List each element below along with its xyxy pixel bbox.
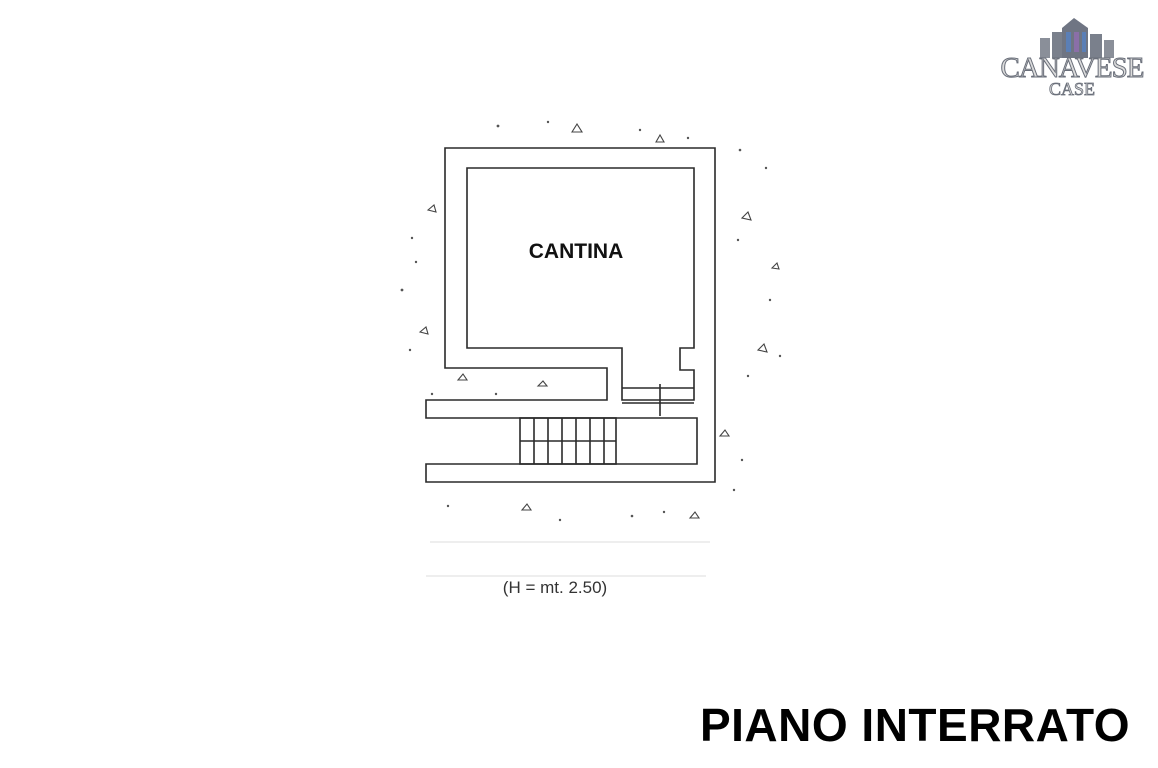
- terrain-mark: [426, 204, 437, 213]
- terrain-dot: [768, 298, 772, 302]
- terrain-mark: [418, 326, 429, 335]
- terrain-dot: [746, 374, 750, 378]
- terrain-mark: [520, 503, 533, 511]
- terrain-mark: [770, 261, 780, 270]
- terrain-dot: [400, 288, 404, 292]
- terrain-dot: [686, 136, 690, 140]
- terrain-dot: [740, 458, 744, 462]
- room-label-cantina: CANTINA: [528, 240, 624, 263]
- terrain-dot: [414, 260, 418, 264]
- terrain-mark: [688, 511, 701, 519]
- logo-name: CANAVESE: [1000, 52, 1145, 84]
- terrain-mark: [756, 343, 768, 353]
- terrain-dot: [662, 510, 666, 514]
- terrain-mark: [456, 373, 469, 381]
- logo-subtitle: CASE: [1048, 79, 1096, 99]
- terrain-dot: [732, 488, 736, 492]
- canavese-case-logo: CANAVESE CASE: [996, 14, 1148, 100]
- terrain-dot: [738, 148, 742, 152]
- terrain-mark: [536, 380, 549, 387]
- cellar-room-outline: [466, 167, 695, 401]
- ceiling-height-note: (H = mt. 2.50): [502, 578, 608, 597]
- outer-wall: [425, 147, 716, 483]
- terrain-dot: [410, 236, 414, 240]
- terrain-dot: [494, 392, 498, 396]
- terrain-dot: [496, 124, 500, 128]
- terrain-dot: [638, 128, 642, 132]
- terrain-dot: [764, 166, 768, 170]
- terrain-mark: [655, 133, 665, 143]
- terrain-dot: [430, 392, 434, 396]
- houses-icon: [1040, 18, 1114, 58]
- terrain-mark: [718, 429, 731, 437]
- terrain-dot: [546, 120, 550, 124]
- terrain-dot: [446, 504, 450, 508]
- terrain-mark: [571, 122, 583, 133]
- terrain-dot: [778, 354, 782, 358]
- terrain-dot: [408, 348, 412, 352]
- terrain-mark: [740, 211, 752, 221]
- terrain-dot: [558, 518, 562, 522]
- floor-title: PIANO INTERRATO: [699, 699, 1130, 751]
- terrain-dot: [736, 238, 740, 242]
- terrain-dot: [630, 514, 634, 518]
